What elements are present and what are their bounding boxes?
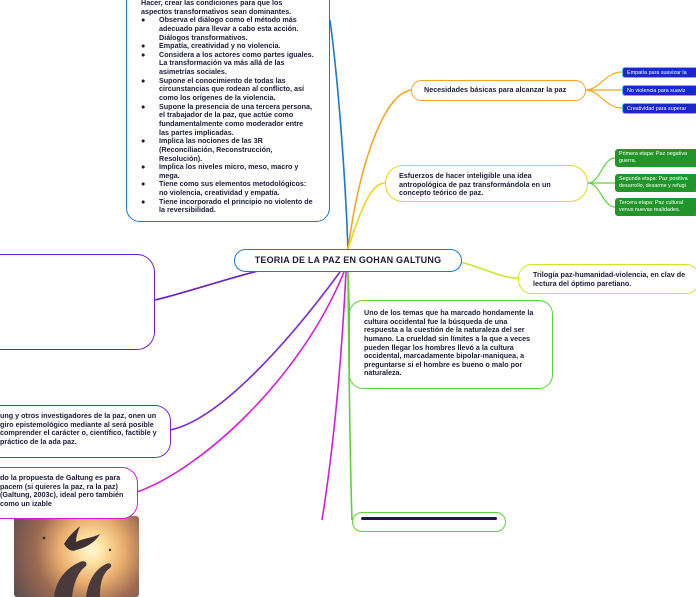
peace-dove-image [14, 516, 139, 597]
esfuerzos-item-tercera[interactable]: Tercera etapa: Paz cultural venus nuevas… [615, 198, 696, 216]
central-topic[interactable]: TEORIA DE LA PAZ EN GOHAN GALTUNG [234, 249, 462, 272]
list-item: ●Observa el diálogo como el método más a… [141, 15, 299, 42]
link-esfuerzos-3 [587, 182, 616, 208]
link-trilogia [459, 261, 519, 279]
necesidades-item-creatividad[interactable]: Creatividad para superar [622, 103, 696, 114]
node-trilogia[interactable]: Trilogía paz-humanidad-violencia, en cla… [518, 264, 696, 294]
left-mid-text: ung y otros investigadores de la paz, on… [0, 411, 157, 446]
node-necesidades[interactable]: Necesidades básicas para alcanzar la paz [411, 80, 586, 101]
dove-hands-icon [42, 526, 112, 597]
link-necesidades-1 [584, 71, 623, 91]
list-item: ●Supone la presencia de una tercera pers… [141, 101, 312, 137]
link-left-mid [169, 271, 341, 431]
list-item: ●Supone el conocimiento de todas las cir… [141, 75, 304, 103]
necesidades-item-empatia[interactable]: Empatía para suavizar la [622, 67, 696, 78]
node-bottom-partial[interactable] [352, 512, 506, 532]
esfuerzos-title: Esfuerzos de hacer inteligible una idea … [399, 171, 551, 198]
node-left-bottom[interactable]: do la propuesta de Galtung es para pacem… [0, 467, 138, 519]
top-left-list: ●Observa el diálogo como el método más a… [141, 15, 315, 215]
list-item: ●Empatía, creatividad y no violencia. [141, 41, 281, 51]
link-necesidades-3 [584, 89, 623, 109]
esfuerzos-item-primera[interactable]: Primera etapa: Paz negativa guerra. [615, 149, 696, 167]
connector-lines [136, 19, 623, 520]
trilogia-text: Trilogía paz-humanidad-violencia, en cla… [533, 270, 686, 288]
list-item: ●Implica los niveles micro, meso, macro … [141, 162, 299, 180]
node-left-mid[interactable]: ung y otros investigadores de la paz, on… [0, 405, 171, 458]
necesidades-title: Necesidades básicas para alcanzar la paz [424, 85, 567, 95]
top-left-intro: Hacer, crear las condiciones para que lo… [141, 0, 292, 16]
left-bottom-text: do la propuesta de Galtung es para pacem… [0, 473, 124, 508]
node-top-left[interactable]: Hacer, crear las condiciones para que lo… [126, 0, 330, 222]
node-photo[interactable] [0, 254, 155, 597]
node-uno-de-los-temas[interactable]: Uno de los temas que ha marcado hondamen… [349, 300, 553, 389]
list-item: ●Implica las nociones de las 3R (Reconci… [141, 136, 273, 163]
link-necesidades [347, 89, 413, 250]
esfuerzos-item-segunda[interactable]: Segunda etapa: Paz positiva desarrollo, … [615, 174, 696, 192]
necesidades-item-no-violencia[interactable]: No violencia para suaviz [622, 85, 696, 96]
link-bottom-magenta [321, 271, 347, 520]
list-item: ●Tiene como sus elementos metodológicos:… [141, 179, 307, 198]
node-esfuerzos[interactable]: Esfuerzos de hacer inteligible una idea … [385, 165, 588, 202]
bottom-partial-bar [361, 517, 497, 520]
link-esfuerzos [347, 182, 386, 250]
list-item: ●Tiene incorporado el principio no viole… [141, 196, 313, 215]
link-esfuerzos-1 [587, 157, 616, 184]
list-item: ●Considera a los actores como partes igu… [141, 49, 314, 77]
link-top-left [329, 19, 349, 250]
link-bottom [347, 271, 353, 520]
central-topic-label: TEORIA DE LA PAZ EN GOHAN GALTUNG [254, 255, 442, 266]
uno-de-los-temas-text: Uno de los temas que ha marcado hondamen… [364, 308, 534, 378]
link-left-bottom [136, 271, 345, 493]
